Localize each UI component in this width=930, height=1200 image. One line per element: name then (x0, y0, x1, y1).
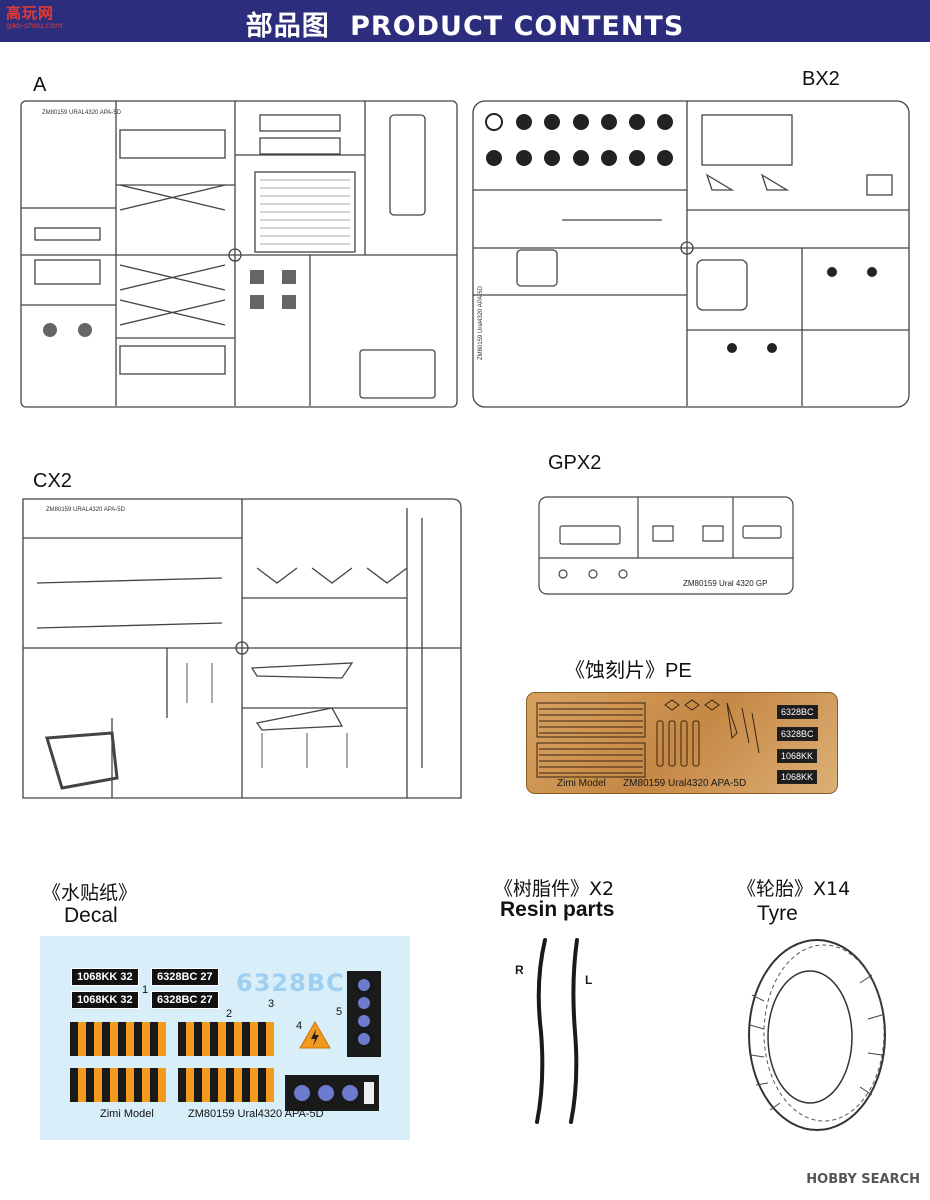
decal-plate-6328-a: 6328BC 27 (151, 968, 219, 986)
decal-number-4: 4 (296, 1020, 303, 1032)
instrument-panel-icon (347, 971, 381, 1057)
pe-parts-drawing (536, 699, 760, 778)
decal-number-5: 5 (336, 1006, 343, 1018)
pe-plate-4: 1068KK (777, 770, 818, 784)
pe-code: ZM80159 Ural4320 APA-5D (623, 778, 747, 789)
decal-label-cn: 《水贴纸》 (42, 882, 138, 904)
tyre-label-cn: 《轮胎》X14 (737, 878, 851, 900)
decal-plate-1068-b: 1068KK 32 (71, 991, 139, 1009)
header-bar: 高玩网 gao-shou.com 部品图 PRODUCT CONTENTS (0, 0, 930, 42)
decal-hazard-stripe-1 (70, 1022, 166, 1056)
tyre-drawing (748, 939, 886, 1131)
sprue-a-code: ZM80159 URAL4320 APA-5D (42, 110, 122, 116)
pe-plate-1: 6328BC (777, 705, 818, 719)
decal-label-en: Decal (64, 904, 118, 927)
sprue-b-drawing: ZM80159 Ural4320 APA-5D (472, 100, 910, 408)
title-english: PRODUCT CONTENTS (350, 11, 685, 42)
site-logo[interactable]: 高玩网 gao-shou.com (6, 2, 70, 38)
decal-sheet: 1068KK 32 1068KK 32 6328BC 27 6328BC 27 … (40, 936, 410, 1140)
sprue-c-label: CX2 (33, 470, 72, 492)
sprue-gp-drawing: ZM80159 Ural 4320 GP (538, 496, 794, 595)
page-title: 部品图 PRODUCT CONTENTS (0, 4, 930, 43)
decal-hazard-stripe-3 (70, 1068, 166, 1102)
dashboard-gauges-icon (285, 1075, 379, 1111)
decal-hazard-stripe-2 (178, 1022, 274, 1056)
resin-mark-r: R (515, 963, 524, 977)
decal-number-1: 1 (142, 984, 149, 996)
decal-plate-6328-b: 6328BC 27 (151, 991, 219, 1009)
resin-label-en: Resin parts (500, 898, 615, 921)
sprue-b-code: ZM80159 Ural4320 APA-5D (478, 285, 484, 360)
decal-code: ZM80159 Ural4320 APA-5D (188, 1108, 324, 1120)
pe-plate-3: 1068KK (777, 749, 818, 763)
pe-maker: Zimi Model (557, 778, 606, 789)
resin-mark-l: L (585, 973, 592, 987)
sprue-c-code: ZM80159 URAL4320 APA-5D (46, 507, 126, 513)
sprue-a-label: A (33, 74, 47, 96)
logo-url: gao-shou.com (6, 21, 63, 30)
decal-hazard-stripe-4 (178, 1068, 274, 1102)
decal-plate-1068-a: 1068KK 32 (71, 968, 139, 986)
title-chinese: 部品图 (245, 11, 330, 42)
decal-maker: Zimi Model (100, 1108, 154, 1120)
tyre-label-en: Tyre (757, 902, 798, 925)
logo-text: 高玩网 (6, 4, 55, 22)
sprue-a-drawing: ZM80159 URAL4320 APA-5D (20, 100, 458, 408)
decal-big-number: 6328BC (236, 969, 345, 997)
sprue-gp-code: ZM80159 Ural 4320 GP (683, 579, 768, 588)
decal-number-3: 3 (268, 998, 275, 1010)
resin-label-cn: 《树脂件》X2 (494, 878, 615, 900)
footer-watermark: HOBBY SEARCH (806, 1172, 920, 1187)
sprue-gp-label: GPX2 (548, 452, 602, 474)
photo-etch-sheet: 6328BC 6328BC 1068KK 1068KK Zimi Model Z… (526, 692, 838, 794)
decal-number-2: 2 (226, 1008, 233, 1020)
sprue-c-drawing: ZM80159 URAL4320 APA-5D (22, 498, 462, 799)
sprue-b-label: BX2 (802, 68, 840, 90)
high-voltage-warning-icon (299, 1020, 331, 1049)
pe-label: 《蚀刻片》PE (565, 660, 692, 682)
resin-parts-drawing: R L (515, 938, 592, 1124)
pe-plate-2: 6328BC (777, 727, 818, 741)
